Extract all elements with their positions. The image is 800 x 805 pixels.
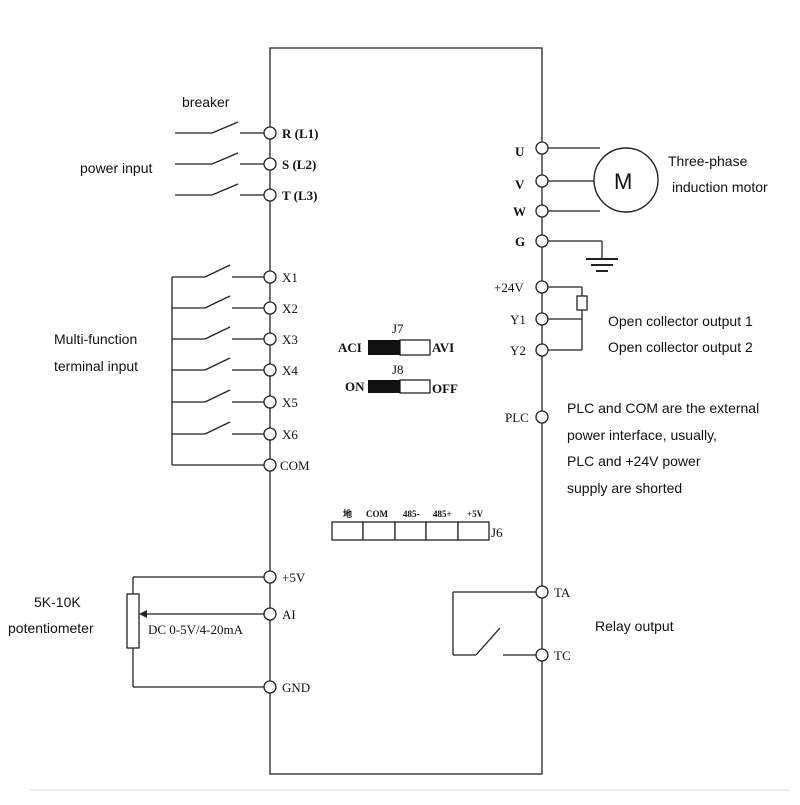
terminal-label-x3: X3 [282,332,298,347]
connector-j6: 地 COM 485- 485+ +5V J6 [331,508,503,541]
motor-circuit: M [535,141,659,272]
output-circuit [535,280,588,357]
jumper-j7: J7 ACI AVI [338,321,454,356]
power-input-label: power input [80,160,152,176]
potentiometer-circuit [126,570,277,694]
terminal-label-r: R (L1) [282,126,318,141]
terminal-ai [263,607,277,621]
j8-name: J8 [392,362,404,377]
terminal-label-5v: +5V [282,570,306,585]
j6-pin-label-3: 485- [403,509,420,519]
terminal-label-x2: X2 [282,301,298,316]
terminal-label-x4: X4 [282,363,298,378]
terminal-x5 [263,395,277,409]
terminal-label-gnd: GND [282,680,310,695]
potentiometer-resistor [126,593,140,649]
terminal-ta [535,585,549,599]
terminal-x6 [263,427,277,441]
j6-pin-label-5: +5V [467,509,484,519]
j8-right-label: OFF [432,381,458,396]
terminal-x4 [263,363,277,377]
terminal-5v [263,570,277,584]
terminal-label-x1: X1 [282,270,298,285]
terminal-label-v: V [515,177,525,192]
terminal-24v [535,280,549,294]
breaker-label: breaker [182,94,230,110]
terminal-r [263,126,277,140]
terminal-input-label: terminal input [54,358,138,374]
j6-pin-label-1: 地 [343,508,352,519]
terminal-label-y1: Y1 [510,312,526,327]
terminal-label-x5: X5 [282,395,298,410]
terminal-y2 [535,343,549,357]
j7-name: J7 [392,321,404,336]
three-phase-label: Three-phase [668,153,748,169]
relay-contact [452,585,549,662]
potentiometer-value-label: 5K-10K [34,594,81,610]
oc-output-2-label: Open collector output 2 [608,339,753,355]
terminal-v [535,174,549,188]
j6-name: J6 [491,525,503,540]
induction-motor-label: induction motor [672,179,768,195]
plc-note-line-4: supply are shorted [567,480,682,496]
terminal-label-w: W [513,204,526,219]
terminal-x3 [263,332,277,346]
multi-function-label: Multi-function [54,331,137,347]
terminal-s [263,157,277,171]
terminal-t [263,188,277,202]
potentiometer-label: potentiometer [8,620,94,636]
terminal-label-24v: +24V [494,280,524,295]
terminal-label-x6: X6 [282,427,298,442]
j6-pin-label-4: 485+ [433,509,452,519]
relay-output-label: Relay output [595,618,674,634]
terminal-label-y2: Y2 [510,343,526,358]
terminal-label-s: S (L2) [282,157,316,172]
plc-note-line-1: PLC and COM are the external [567,400,759,416]
plc-note-line-3: PLC and +24V power [567,453,701,469]
terminal-label-com: COM [280,458,310,473]
terminal-gnd [263,680,277,694]
terminal-label-plc: PLC [505,410,529,425]
terminal-label-ta: TA [554,585,571,600]
terminal-label-ai: AI [282,607,296,622]
terminal-tc [535,648,549,662]
terminal-y1 [535,312,549,326]
terminal-g [535,234,549,248]
terminal-x2 [263,301,277,315]
terminal-label-tc: TC [554,648,571,663]
terminal-label-u: U [515,144,525,159]
terminal-u [535,141,549,155]
relay-coil-icon [576,295,588,311]
terminal-plc [535,410,549,424]
j6-pin-label-2: COM [366,509,389,519]
terminal-w [535,204,549,218]
input-switch-bank [171,264,277,472]
j7-right-label: AVI [432,340,454,355]
wiper-arrow-icon [139,610,147,618]
terminal-com [263,458,277,472]
analog-range-label: DC 0-5V/4-20mA [148,622,244,637]
j7-left-label: ACI [338,340,362,355]
breaker-group [175,121,277,202]
motor-symbol: M [614,169,632,194]
motor-icon [593,147,659,213]
j8-left-label: ON [345,379,365,394]
jumper-j8: J8 ON OFF [345,362,458,396]
oc-output-1-label: Open collector output 1 [608,313,753,329]
terminal-label-t: T (L3) [282,188,318,203]
terminal-x1 [263,270,277,284]
terminal-label-g: G [515,234,525,249]
plc-note-line-2: power interface, usually, [567,427,717,443]
